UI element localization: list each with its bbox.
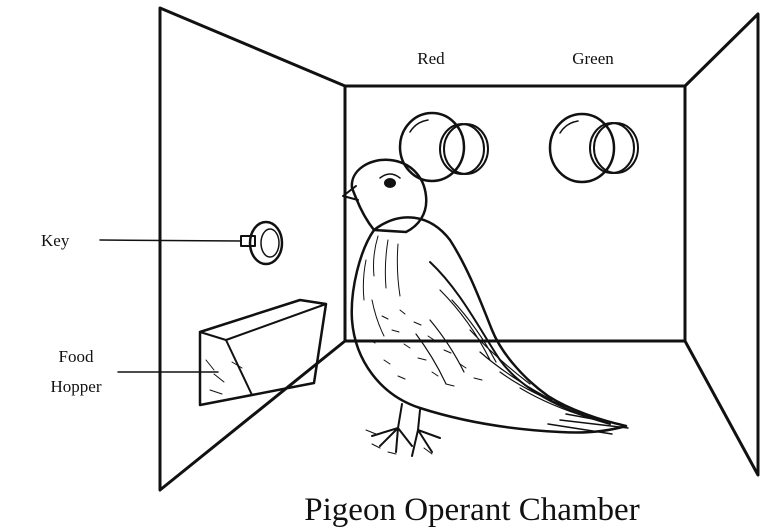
diagram-title: Pigeon Operant Chamber: [304, 492, 639, 528]
left-wall: [160, 8, 345, 490]
pigeon: [343, 160, 628, 456]
green-light: [550, 114, 638, 182]
key-peck-button: [241, 222, 282, 264]
red-label: Red: [417, 49, 445, 68]
green-label: Green: [572, 49, 614, 68]
food-hopper-label-line1: Food: [59, 347, 94, 366]
food-hopper-label-line2: Hopper: [51, 377, 102, 396]
key-label: Key: [41, 231, 70, 250]
right-wall: [685, 14, 758, 475]
key-pointer-line: [100, 240, 241, 241]
back-wall: [345, 86, 685, 341]
food-hopper: [200, 300, 326, 405]
